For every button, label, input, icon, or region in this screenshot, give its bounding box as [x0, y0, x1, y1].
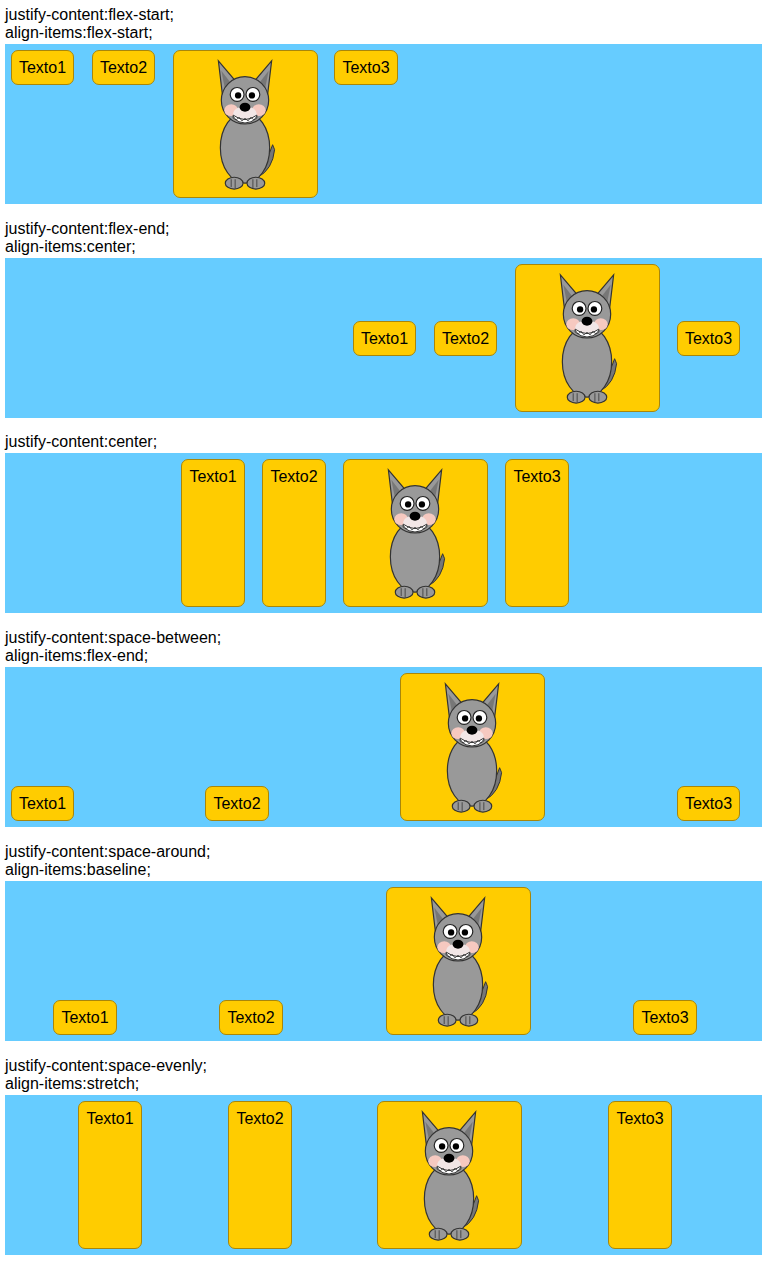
- item-label: Texto3: [678, 322, 739, 348]
- item-label: Texto1: [54, 1001, 116, 1027]
- flex-item: Texto1: [11, 50, 74, 85]
- css-declaration: justify-content:flex-end;: [5, 220, 170, 238]
- wolf-illustration: [401, 674, 544, 820]
- flex-item: Texto2: [228, 1101, 292, 1249]
- flex-container: justify-content:center;Texto1Texto2Texto…: [5, 453, 762, 613]
- css-caption: justify-content:center;: [5, 433, 157, 451]
- flex-item: Texto2: [262, 459, 326, 607]
- css-declaration: justify-content:space-around;: [5, 843, 210, 861]
- item-label: Texto2: [229, 1102, 291, 1128]
- flex-item: Texto1: [11, 786, 74, 821]
- css-declaration: align-items:flex-start;: [5, 24, 174, 42]
- css-declaration: align-items:baseline;: [5, 861, 210, 879]
- wolf-image-box: [515, 264, 660, 412]
- flex-item: Texto2: [434, 321, 497, 356]
- flex-container: justify-content:flex-start;align-items:f…: [5, 44, 762, 204]
- flex-item: Texto1: [53, 1000, 117, 1035]
- item-label: Texto3: [609, 1102, 671, 1128]
- css-declaration: justify-content:space-evenly;: [5, 1057, 207, 1075]
- flex-item: Texto1: [78, 1101, 142, 1249]
- item-label: Texto2: [220, 1001, 282, 1027]
- flex-item: Texto3: [677, 786, 740, 821]
- flex-container: justify-content:space-evenly;align-items…: [5, 1095, 762, 1255]
- css-caption: justify-content:flex-start;align-items:f…: [5, 6, 174, 42]
- item-label: Texto1: [79, 1102, 141, 1128]
- item-label: Texto1: [12, 787, 73, 813]
- wolf-image-box: [386, 887, 531, 1035]
- flex-container: justify-content:space-around;align-items…: [5, 881, 762, 1041]
- wolf-image-box: [377, 1101, 522, 1249]
- css-declaration: justify-content:space-between;: [5, 629, 221, 647]
- wolf-illustration: [174, 51, 317, 197]
- item-label: Texto3: [678, 787, 739, 813]
- item-label: Texto1: [354, 322, 415, 348]
- css-declaration: align-items:stretch;: [5, 1075, 207, 1093]
- flex-item: Texto3: [677, 321, 740, 356]
- css-declaration: justify-content:flex-start;: [5, 6, 174, 24]
- wolf-illustration: [344, 460, 487, 606]
- wolf-image-box: [173, 50, 318, 198]
- css-caption: justify-content:flex-end;align-items:cen…: [5, 220, 170, 256]
- flex-container: justify-content:space-between;align-item…: [5, 667, 762, 827]
- flex-item: Texto1: [353, 321, 416, 356]
- wolf-image-box: [400, 673, 545, 821]
- wolf-image-box: [343, 459, 488, 607]
- item-label: Texto1: [12, 51, 73, 77]
- wolf-illustration: [387, 888, 530, 1034]
- css-caption: justify-content:space-between;align-item…: [5, 629, 221, 665]
- flex-item: Texto3: [633, 1000, 697, 1035]
- wolf-illustration: [378, 1102, 521, 1248]
- flex-item: Texto3: [505, 459, 569, 607]
- flex-item: Texto2: [219, 1000, 283, 1035]
- item-label: Texto2: [263, 460, 325, 486]
- wolf-illustration: [516, 265, 659, 411]
- flex-item: Texto1: [181, 459, 245, 607]
- css-caption: justify-content:space-evenly;align-items…: [5, 1057, 207, 1093]
- css-declaration: justify-content:center;: [5, 433, 157, 451]
- flex-item: Texto2: [92, 50, 155, 85]
- css-declaration: align-items:center;: [5, 238, 170, 256]
- flex-container: justify-content:flex-end;align-items:cen…: [5, 258, 762, 418]
- item-label: Texto2: [93, 51, 154, 77]
- item-label: Texto3: [634, 1001, 696, 1027]
- item-label: Texto2: [435, 322, 496, 348]
- flex-item: Texto3: [334, 50, 398, 85]
- item-label: Texto3: [335, 51, 397, 77]
- css-declaration: align-items:flex-end;: [5, 647, 221, 665]
- flex-item: Texto3: [608, 1101, 672, 1249]
- flex-item: Texto2: [205, 786, 269, 821]
- item-label: Texto2: [206, 787, 268, 813]
- css-caption: justify-content:space-around;align-items…: [5, 843, 210, 879]
- item-label: Texto3: [506, 460, 568, 486]
- item-label: Texto1: [182, 460, 244, 486]
